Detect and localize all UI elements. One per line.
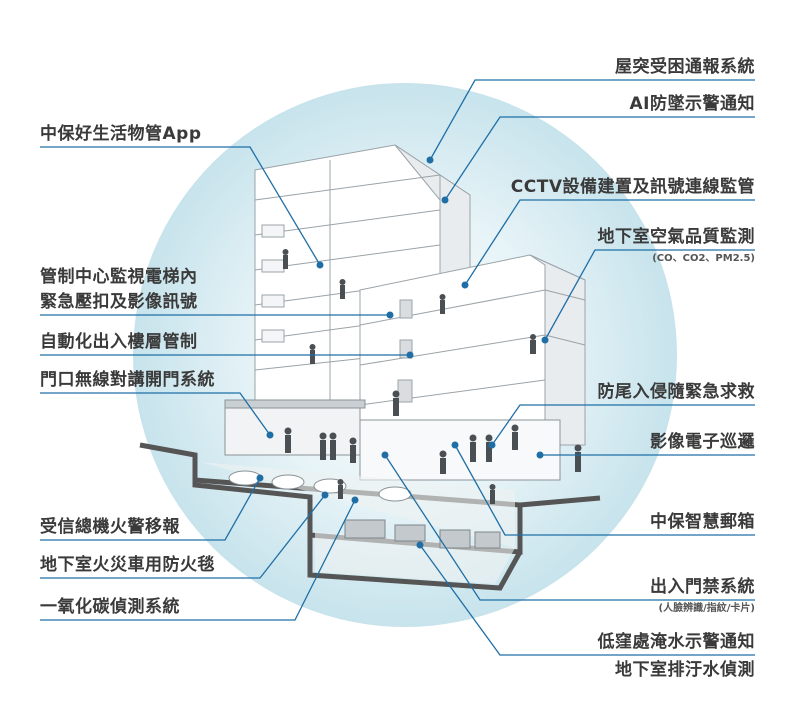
label-floor-control: 自動化出入樓層管制: [40, 332, 198, 352]
label-sewage-detect: 地下室排汙水偵測: [615, 660, 755, 680]
label-ai-fall-alert: AI防墜示警通知: [629, 94, 755, 114]
label-intercom: 門口無線對講開門系統: [40, 370, 215, 390]
label-air-quality-note: (CO、CO2、PM2.5): [652, 253, 755, 264]
label-air-quality: 地下室空氣品質監測: [597, 227, 755, 247]
people-figures: [282, 249, 582, 504]
label-rooftop-alarm: 屋突受困通報系統: [615, 57, 755, 77]
label-fire-blanket: 地下室火災車用防火毯: [40, 555, 215, 575]
label-elevator-line2: 緊急壓扣及影像訊號: [40, 292, 198, 312]
callout-dots: [256, 156, 549, 549]
label-app: 中保好生活物管App: [40, 124, 202, 144]
label-access-control: 出入門禁系統: [650, 577, 755, 597]
label-tailgating: 防尾入侵隨緊急求救: [597, 382, 755, 402]
label-flood-alert: 低窪處淹水示警通知: [597, 632, 755, 652]
lobby: [224, 399, 561, 481]
label-patrol: 影像電子巡邏: [650, 432, 755, 452]
callout-lines: [40, 79, 755, 656]
annex-building: [359, 254, 586, 446]
label-elevator-line1: 管制中心監視電梯內: [40, 267, 198, 287]
label-fire-alarm: 受信總機火警移報: [40, 517, 180, 537]
label-cctv: CCTV設備建置及訊號連線監管: [510, 177, 755, 197]
label-access-note: (人臉辨識/指紋/卡片): [658, 603, 755, 614]
label-co-detect: 一氧化碳偵測系統: [40, 597, 180, 617]
label-smart-mailbox: 中保智慧郵箱: [650, 512, 755, 532]
